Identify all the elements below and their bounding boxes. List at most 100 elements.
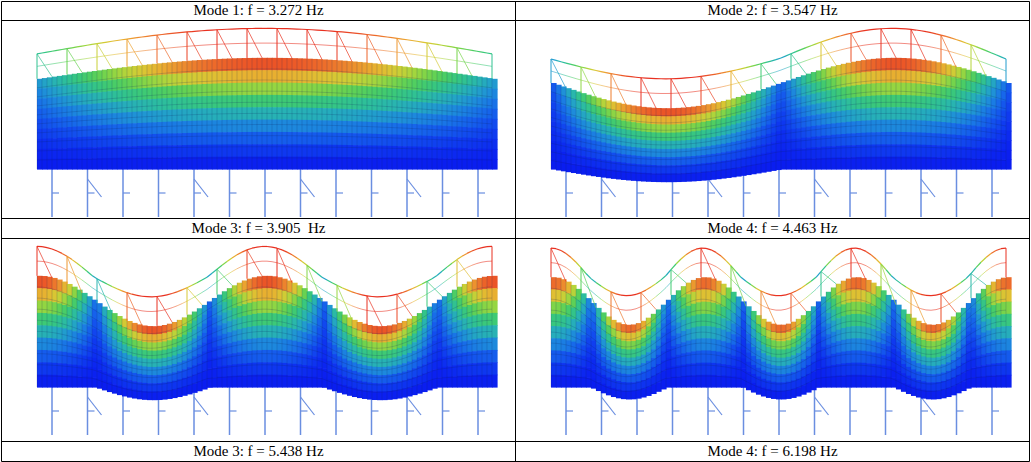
roof-chord — [472, 63, 477, 64]
roof-chord — [576, 66, 581, 67]
roof-chord — [721, 86, 726, 87]
roof-chord — [37, 53, 42, 54]
roof-chord — [806, 46, 811, 48]
roof-chord — [57, 50, 62, 51]
roof-chord — [786, 54, 791, 56]
roof-chord — [407, 40, 412, 41]
roof-chord — [87, 58, 92, 59]
slab-strip — [492, 89, 498, 100]
slab-strip — [492, 109, 498, 120]
roof-chord — [581, 80, 586, 81]
roof-chord — [746, 66, 751, 67]
roof-chord — [576, 79, 581, 80]
roof-chord — [621, 90, 626, 91]
roof-chord — [107, 55, 112, 56]
roof-chord — [711, 74, 716, 75]
roof-chord — [766, 61, 771, 62]
roof-chord — [167, 33, 172, 34]
roof-chord — [432, 44, 437, 45]
roof-chord — [467, 62, 472, 63]
mode-shape — [551, 28, 1012, 217]
roof-chord — [751, 78, 756, 79]
roof-chord — [611, 88, 616, 89]
column-brace — [194, 179, 208, 197]
roof-chord — [117, 53, 122, 54]
roof-chord — [706, 89, 711, 90]
roof-chord — [457, 61, 462, 62]
roof-chord — [736, 69, 741, 70]
roof-chord — [377, 36, 382, 37]
slab-strip — [1006, 159, 1012, 169]
roof-chord — [47, 51, 52, 52]
roof-chord — [52, 63, 57, 64]
roof-chord — [691, 77, 696, 78]
roof-chord — [382, 50, 387, 51]
roof-chord — [616, 89, 621, 90]
column-brace — [815, 179, 829, 197]
roof-chord — [132, 52, 137, 53]
roof-chord — [816, 42, 821, 44]
roof-chord — [487, 53, 492, 54]
roof-chord — [701, 76, 706, 77]
roof-chord — [596, 84, 601, 85]
roof-chord — [112, 41, 117, 42]
column-brace — [301, 179, 315, 197]
roof-chord — [686, 92, 691, 93]
roof-chord — [801, 48, 806, 50]
roof-chord — [631, 91, 636, 92]
roof-chord — [601, 72, 606, 73]
roof-chord — [437, 44, 442, 45]
roof-chord — [806, 59, 811, 61]
roof-chord — [367, 35, 372, 36]
slab-strip — [1006, 112, 1012, 122]
roof-chord — [791, 52, 796, 54]
roof-chord — [571, 64, 576, 65]
roof-chord — [397, 38, 402, 39]
roof-chord — [731, 70, 736, 71]
roof-chord — [77, 46, 82, 47]
roof-chord — [117, 40, 122, 41]
roof-chord — [606, 73, 611, 74]
roof-chord — [696, 91, 701, 92]
roof-chord — [412, 41, 417, 42]
roof-chord — [162, 48, 167, 49]
roof-chord — [452, 47, 457, 48]
roof-chord — [112, 54, 117, 55]
roof-chord — [626, 90, 631, 91]
roof-chord — [122, 39, 127, 40]
roof-chord — [67, 61, 72, 62]
roof-chord — [591, 69, 596, 70]
roof-chord — [811, 57, 816, 59]
roof-chord — [362, 34, 367, 35]
roof-chord — [67, 48, 72, 49]
roof-chord — [142, 50, 147, 51]
roof-chord — [616, 74, 621, 75]
roof-chord — [776, 58, 781, 60]
roof-chord — [561, 62, 566, 63]
roof-chord — [776, 70, 781, 72]
roof-chord — [37, 66, 42, 67]
roof-chord — [172, 33, 177, 34]
roof-chord — [601, 85, 606, 86]
roof-chord — [357, 33, 362, 34]
roof-chord — [402, 53, 407, 54]
roof-chord — [132, 38, 137, 39]
roof-chord — [636, 92, 641, 93]
roof-chord — [711, 88, 716, 89]
roof-chord — [417, 41, 422, 42]
roof-chord — [566, 76, 571, 78]
slab-strip — [492, 139, 498, 150]
roof-chord — [137, 37, 142, 38]
roof-chord — [462, 49, 467, 50]
roof-chord — [621, 75, 626, 76]
roof-chord — [756, 76, 761, 77]
roof-chord — [561, 74, 566, 76]
slab-strip — [492, 79, 498, 90]
roof-chord — [382, 36, 387, 37]
roof-chord — [102, 42, 107, 43]
roof-chord — [372, 35, 377, 36]
roof-chord — [811, 44, 816, 46]
roof-chord — [92, 44, 97, 45]
roof-chord — [452, 60, 457, 61]
roof-chord — [352, 33, 357, 34]
